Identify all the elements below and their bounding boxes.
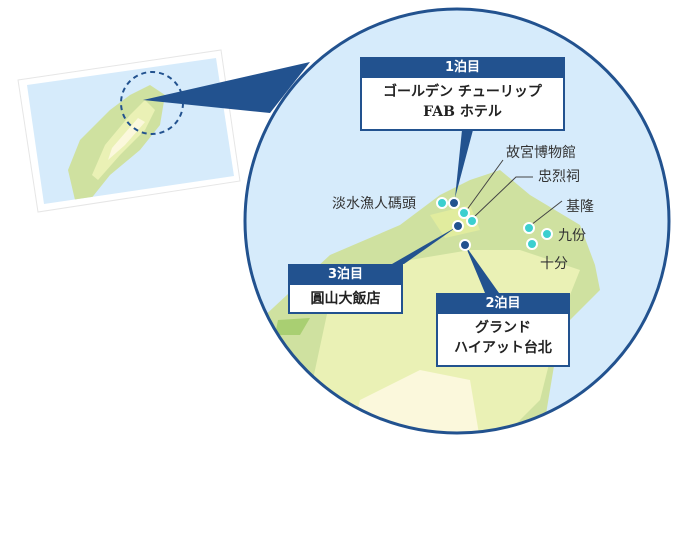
place-label: 九份	[558, 228, 586, 244]
night-label: 3泊目	[290, 266, 401, 285]
overview-photo	[17, 49, 241, 213]
place-label: 基隆	[566, 199, 594, 215]
place-label: 故宮博物館	[506, 145, 576, 161]
hotel-name: 圓山大飯店	[310, 291, 381, 307]
hotel-name: グランドハイアット台北	[454, 320, 552, 356]
spot-shifen	[526, 238, 538, 250]
hotel-3-marker	[452, 220, 464, 232]
leaders	[392, 130, 499, 293]
hotel-box-night-2: 2泊目 グランドハイアット台北	[436, 293, 570, 367]
place-label: 十分	[540, 256, 568, 272]
hotel-2-marker	[459, 239, 471, 251]
night-label: 1泊目	[362, 59, 563, 78]
callout-pointer	[143, 62, 310, 113]
spot-jiufen	[541, 228, 553, 240]
hotel-1-marker	[448, 197, 460, 209]
spot-tamsui	[436, 197, 448, 209]
place-label: 忠烈祠	[538, 169, 580, 185]
hotel-box-night-3: 3泊目 圓山大飯店	[288, 264, 403, 314]
spot-keelung	[523, 222, 535, 234]
spot-palace-museum	[458, 207, 470, 219]
place-label: 淡水漁人碼頭	[332, 196, 416, 212]
spot-martyrs-shrine	[466, 215, 478, 227]
night-label: 2泊目	[438, 295, 568, 314]
